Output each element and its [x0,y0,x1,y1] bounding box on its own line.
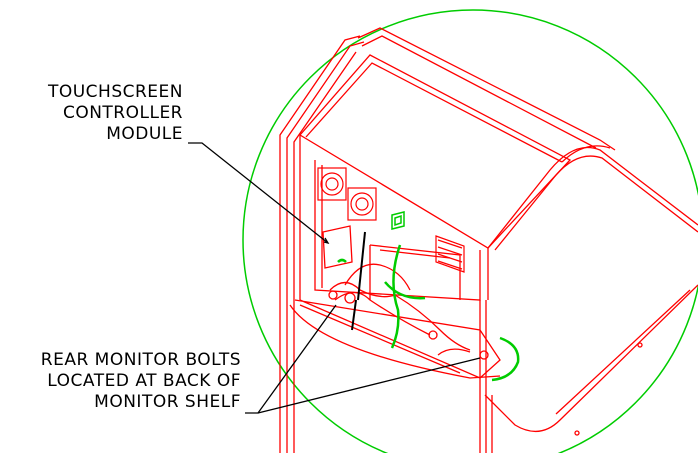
leader-lines [188,142,481,414]
cabinet [279,27,698,453]
black-cables [351,231,366,331]
detail-circle [242,9,698,453]
bolts-label-line-2: LOCATED AT BACK OF [47,371,241,391]
ground-symbol-icon [391,211,405,230]
rear-monitor-bolts-label: REAR MONITOR BOLTS LOCATED AT BACK OF MO… [9,350,241,413]
touchscreen-label-line-2: CONTROLLER [62,103,183,123]
touchscreen-controller-label: TOUCHSCREEN CONTROLLER MODULE [48,82,183,145]
fan-icon [317,167,347,201]
vent-grille-icon [435,235,465,273]
fan-icon [347,187,377,221]
ground-wiring [337,244,520,382]
bolts-label-line-1: REAR MONITOR BOLTS [40,350,241,370]
bolts-label-line-3: MONITOR SHELF [94,392,241,412]
touchscreen-label-line-3: MODULE [106,124,183,144]
touchscreen-label-line-1: TOUCHSCREEN [47,82,183,102]
